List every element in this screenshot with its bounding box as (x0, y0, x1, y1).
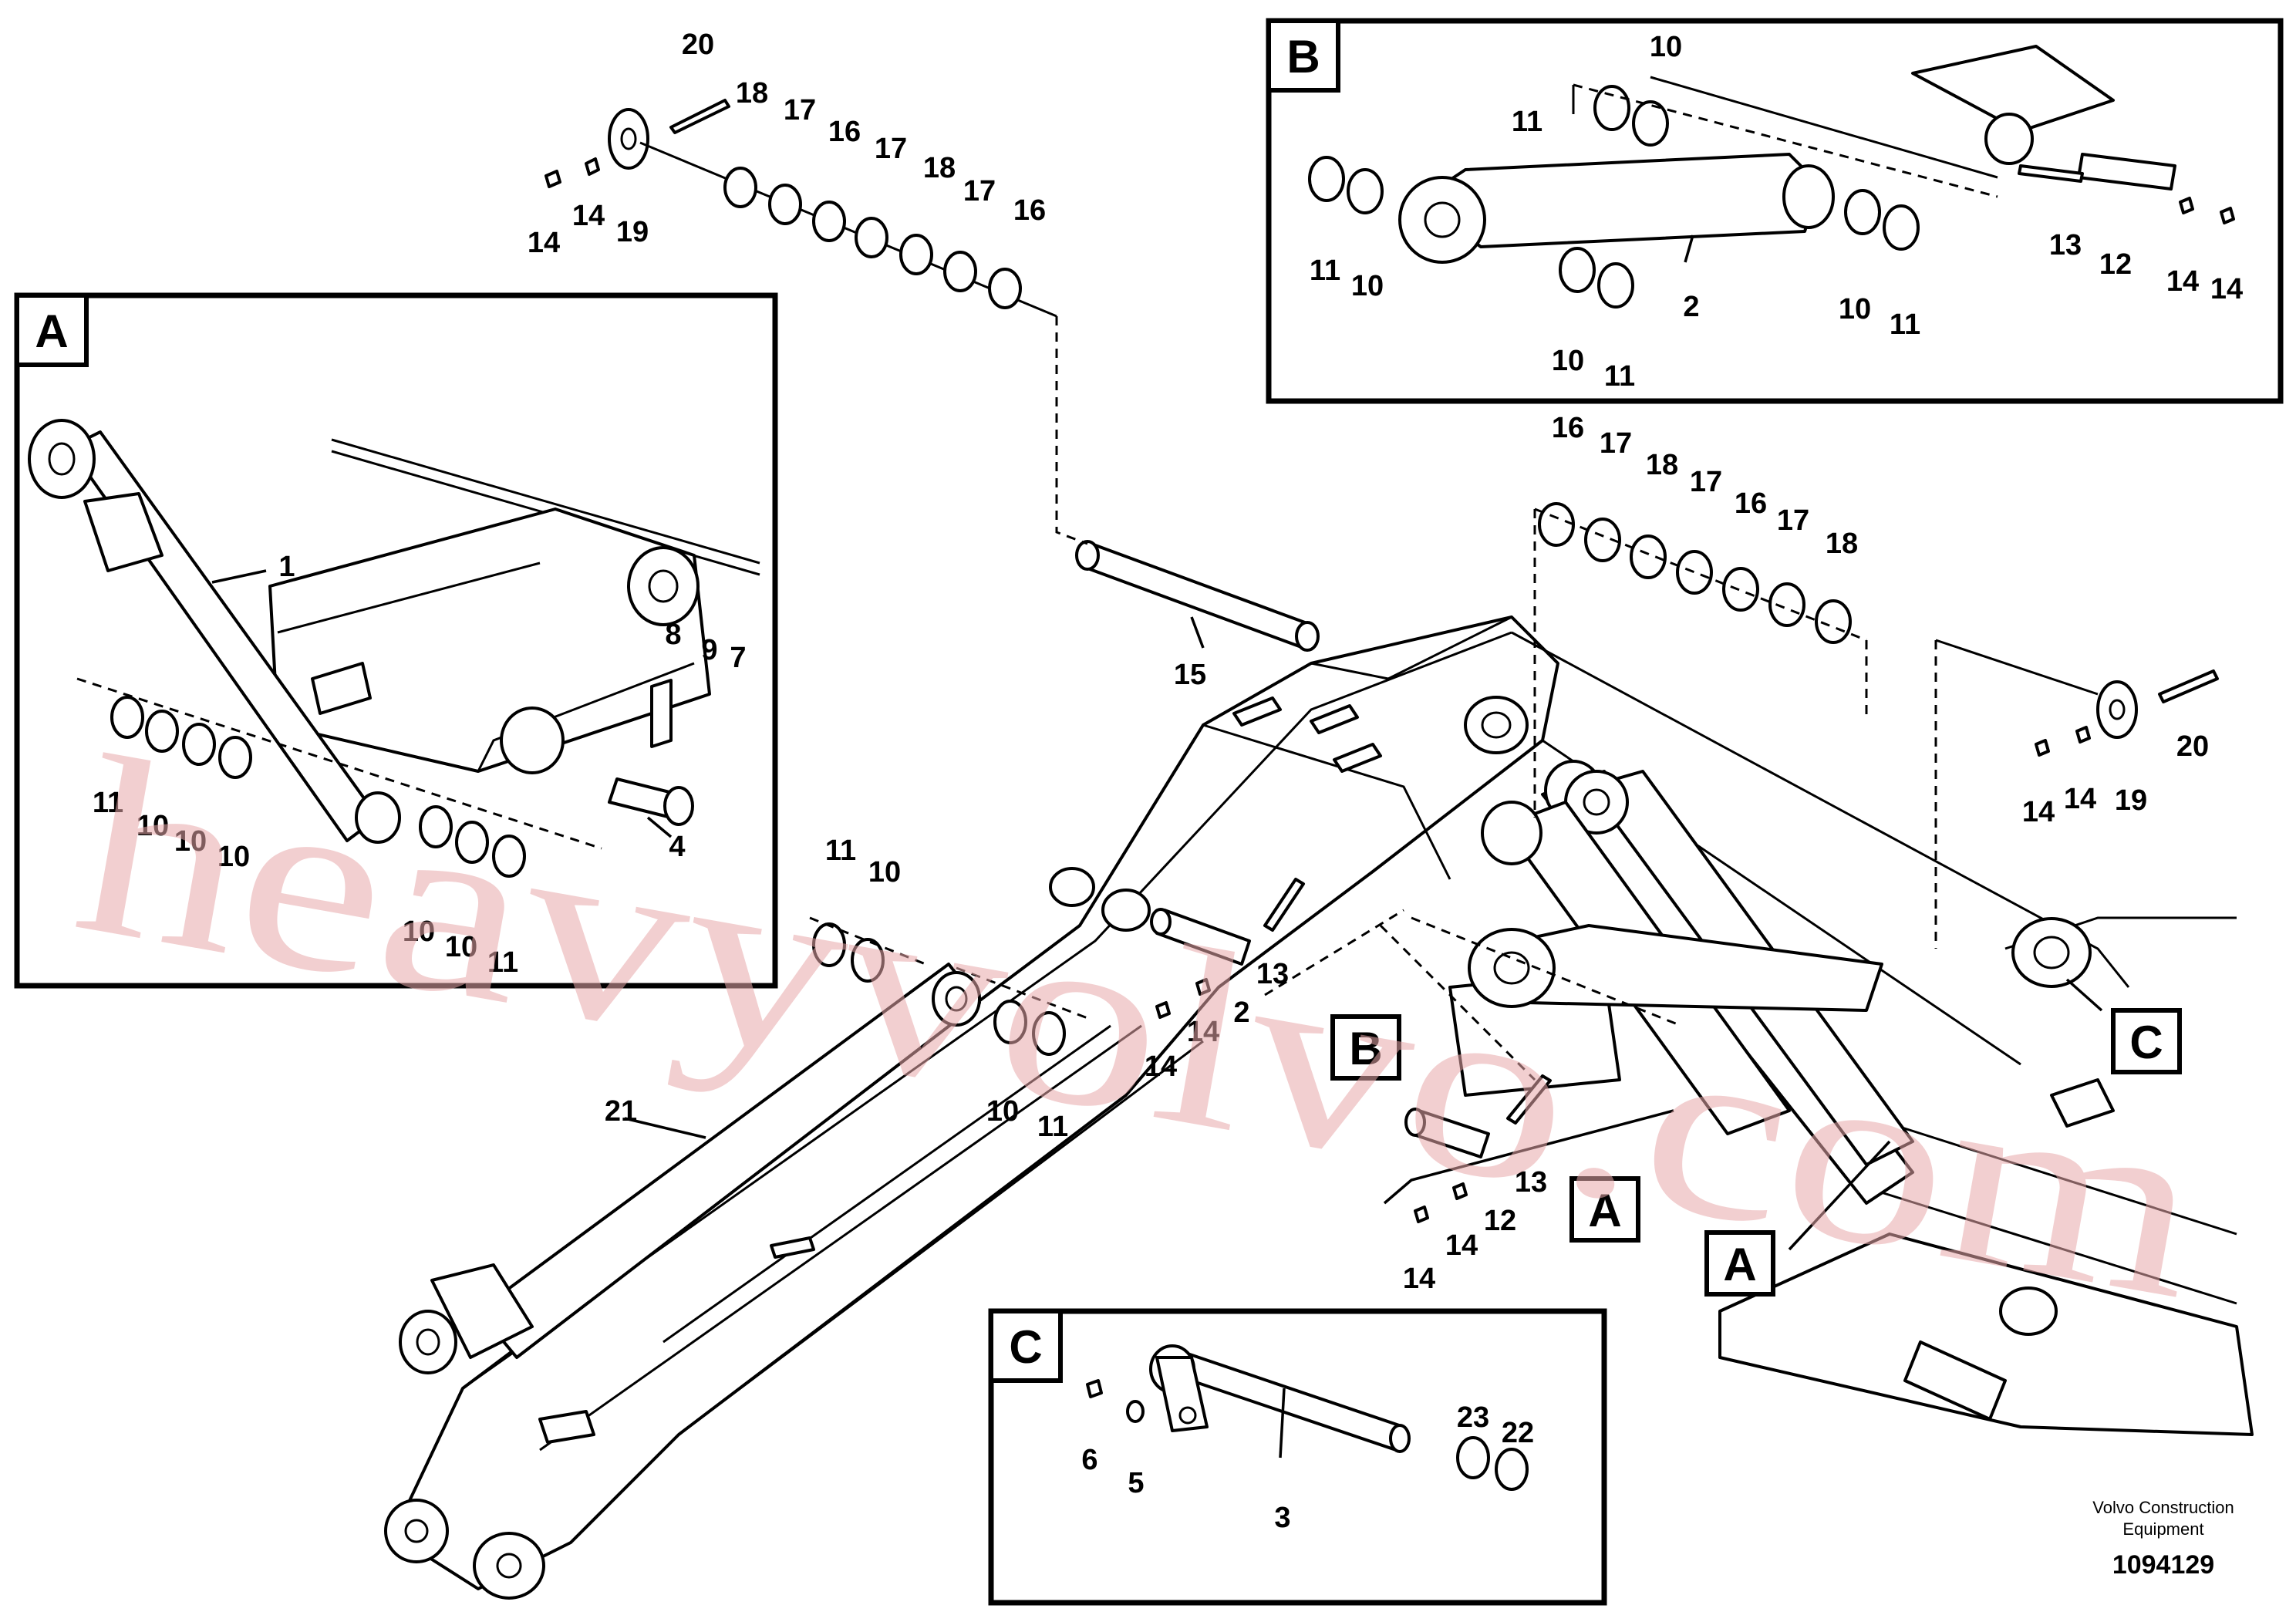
callout-14: 14 (1187, 1016, 1219, 1048)
callout-11: 11 (1604, 360, 1635, 393)
callout-15: 15 (1174, 659, 1206, 691)
callout-10: 10 (137, 810, 169, 842)
callout-14: 14 (2166, 265, 2199, 298)
callout-10: 10 (1351, 270, 1384, 302)
callout-13: 13 (2049, 229, 2082, 261)
callout-10: 10 (217, 841, 250, 873)
detail-b: B (1266, 18, 2284, 404)
callout-13: 13 (1515, 1166, 1547, 1199)
callout-17: 17 (875, 133, 907, 165)
svg-text:A: A (1723, 1239, 1756, 1290)
detail-a: A (14, 292, 778, 989)
callout-14: 14 (1445, 1229, 1478, 1262)
callout-11: 11 (1890, 309, 1920, 341)
detail-b-label: B (1286, 31, 1320, 83)
callout-17: 17 (1600, 427, 1632, 460)
arm-pin-washers (809, 878, 1404, 1056)
credit-line-1: Volvo Construction (2092, 1498, 2234, 1517)
callout-14: 14 (1403, 1263, 1435, 1295)
tag-a-2: A (1704, 1230, 1775, 1297)
callout-19: 19 (2115, 784, 2147, 817)
callout-10: 10 (868, 856, 901, 889)
credit-line-2: Equipment (2122, 1519, 2203, 1539)
callout-14: 14 (2022, 796, 2055, 828)
callout-11: 11 (1310, 255, 1340, 287)
callout-2: 2 (1233, 996, 1249, 1029)
detail-c: C (988, 1308, 1607, 1606)
callout-10: 10 (1839, 293, 1871, 325)
callout-14: 14 (528, 227, 560, 259)
pin-19-right (1934, 639, 2219, 949)
callout-18: 18 (1826, 528, 1858, 560)
callout-2: 2 (1683, 291, 1699, 323)
callout-10: 10 (1552, 345, 1584, 377)
lower-pin (1379, 916, 1682, 1223)
callout-4: 4 (669, 831, 685, 863)
detail-a-label: A (35, 305, 68, 357)
svg-text:B: B (1349, 1023, 1382, 1074)
callout-16: 16 (1013, 194, 1046, 227)
callout-18: 18 (1646, 449, 1678, 481)
callout-10: 10 (445, 931, 477, 963)
leader-c (2065, 978, 2103, 1012)
callout-19: 19 (616, 216, 649, 248)
callout-18: 18 (923, 152, 956, 184)
watermark: heavyvolvo.com (59, 703, 2220, 1352)
arm-cylinder (399, 963, 981, 1374)
leader-a-1 (1383, 1109, 1674, 1205)
svg-text:A: A (1588, 1185, 1621, 1236)
callout-11: 11 (487, 946, 518, 979)
callout-5: 5 (1128, 1467, 1144, 1499)
callout-16: 16 (1735, 487, 1767, 520)
callout-23: 23 (1457, 1401, 1489, 1434)
boom-cylinders (1468, 760, 1914, 1205)
callout-10: 10 (403, 916, 435, 948)
tag-a-1: A (1569, 1176, 1640, 1243)
callout-20: 20 (2176, 730, 2209, 763)
callout-16: 16 (828, 116, 861, 148)
washer-stack-right (1533, 502, 1868, 818)
leader-a-2 (1788, 1140, 1891, 1251)
detail-c-label: C (1009, 1321, 1042, 1373)
callout-21: 21 (605, 1095, 637, 1128)
svg-text:C: C (2129, 1017, 2163, 1068)
boom-assembly (384, 615, 1559, 1600)
tag-c: C (2111, 1008, 2182, 1074)
callout-10: 10 (1650, 31, 1682, 63)
document-number: 1094129 (2112, 1550, 2214, 1580)
callout-20: 20 (682, 29, 714, 61)
callout-9: 9 (701, 634, 717, 666)
callout-10: 10 (986, 1095, 1019, 1128)
callout-13: 13 (1256, 958, 1289, 990)
callout-22: 22 (1502, 1417, 1534, 1449)
callout-14: 14 (2064, 783, 2096, 815)
callout-12: 12 (1484, 1205, 1516, 1237)
callout-16: 16 (1552, 412, 1584, 444)
callout-14: 14 (572, 200, 605, 232)
callout-6: 6 (1081, 1444, 1097, 1476)
callout-17: 17 (1690, 466, 1722, 498)
callout-11: 11 (1037, 1111, 1068, 1143)
callout-17: 17 (1777, 504, 1809, 537)
callout-10: 10 (174, 825, 207, 858)
callout-7: 7 (730, 642, 746, 674)
callout-11: 11 (825, 835, 856, 867)
part-callouts: 20 18 17 16 17 18 17 16 14 14 19 15 16 1… (93, 29, 2243, 1534)
callout-17: 17 (784, 94, 816, 126)
callout-11: 11 (1512, 106, 1542, 138)
callout-17: 17 (963, 175, 996, 207)
boom-pin-top (1055, 316, 1320, 652)
callout-3: 3 (1274, 1502, 1290, 1534)
tag-b: B (1330, 1014, 1401, 1081)
callout-11: 11 (93, 787, 123, 819)
callout-12: 12 (2099, 248, 2132, 281)
callout-14: 14 (2210, 273, 2243, 305)
callout-14: 14 (1145, 1050, 1177, 1083)
callout-18: 18 (736, 77, 768, 110)
callout-8: 8 (665, 619, 681, 651)
callout-1: 1 (278, 551, 295, 583)
washer-stack-top (544, 99, 1057, 318)
